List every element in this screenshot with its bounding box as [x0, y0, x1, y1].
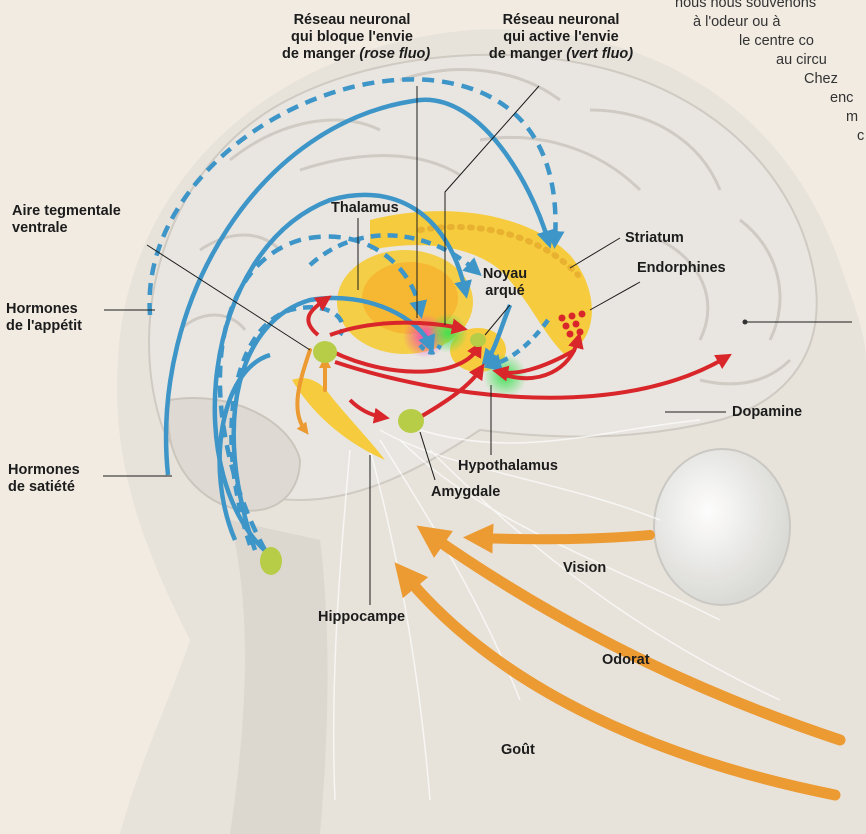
label-striatum: Striatum — [625, 230, 684, 247]
hormones-satiete-line1: Hormones — [8, 462, 80, 479]
cut-text-line-6: enc — [830, 89, 853, 108]
label-hippocampe: Hippocampe — [318, 609, 405, 626]
label-dopamine: Dopamine — [732, 404, 802, 421]
cut-text-line-7: m — [846, 108, 858, 127]
label-hypothalamus: Hypothalamus — [458, 458, 558, 475]
aire-tegmentale-line2: ventrale — [12, 220, 121, 237]
label-odorat: Odorat — [602, 652, 650, 669]
label-hormones-satiete: Hormones de satiété — [8, 462, 80, 496]
label-hormones-appetit: Hormones de l'appétit — [6, 301, 82, 335]
noyau-arque-line2: arqué — [470, 283, 540, 300]
noyau-arque-line1: Noyau — [470, 266, 540, 283]
reseau-bloque-line3-plain: de manger — [282, 46, 359, 62]
reseau-active-line3: de manger (vert fluo) — [486, 46, 636, 63]
green-fluo-network-1 — [428, 313, 468, 353]
reseau-bloque-line3: de manger (rose fluo) — [282, 46, 422, 63]
label-reseau-bloque: Réseau neuronal qui bloque l'envie de ma… — [282, 12, 422, 63]
label-amygdale: Amygdale — [431, 484, 500, 501]
label-noyau-arque: Noyau arqué — [470, 266, 540, 300]
eye-ball — [654, 449, 790, 605]
label-thalamus: Thalamus — [331, 200, 399, 217]
cut-text-line-3: le centre co — [739, 32, 814, 51]
cut-text-line-2: à l'odeur ou à — [693, 13, 780, 32]
reseau-active-line2: qui active l'envie — [486, 29, 636, 46]
reseau-bloque-line3-italic: (rose fluo) — [359, 46, 430, 62]
reseau-active-line1: Réseau neuronal — [486, 12, 636, 29]
hippocampe-node — [260, 547, 282, 575]
frontal-dot — [743, 320, 748, 325]
label-vision: Vision — [563, 560, 606, 577]
cut-text-line-8: c — [857, 127, 864, 146]
label-reseau-active: Réseau neuronal qui active l'envie de ma… — [486, 12, 636, 63]
reseau-bloque-line1: Réseau neuronal — [282, 12, 422, 29]
label-aire-tegmentale: Aire tegmentale ventrale — [12, 203, 121, 237]
cut-text-line-4: au circu — [776, 51, 827, 70]
aire-tegmentale-line1: Aire tegmentale — [12, 203, 121, 220]
reseau-active-line3-italic: (vert fluo) — [566, 46, 633, 62]
label-endorphines: Endorphines — [637, 260, 726, 277]
hormones-appetit-line2: de l'appétit — [6, 318, 82, 335]
cut-text-line-1: nous nous souvenons — [675, 0, 816, 13]
reseau-bloque-line2: qui bloque l'envie — [282, 29, 422, 46]
label-gout: Goût — [501, 742, 535, 759]
hormones-satiete-line2: de satiété — [8, 479, 80, 496]
arcuate-node — [470, 333, 486, 347]
reseau-active-line3-plain: de manger — [489, 46, 566, 62]
hormones-appetit-line1: Hormones — [6, 301, 82, 318]
amygdala-node — [398, 409, 424, 433]
vta-node — [313, 341, 337, 363]
cut-text-line-5: Chez — [804, 70, 838, 89]
